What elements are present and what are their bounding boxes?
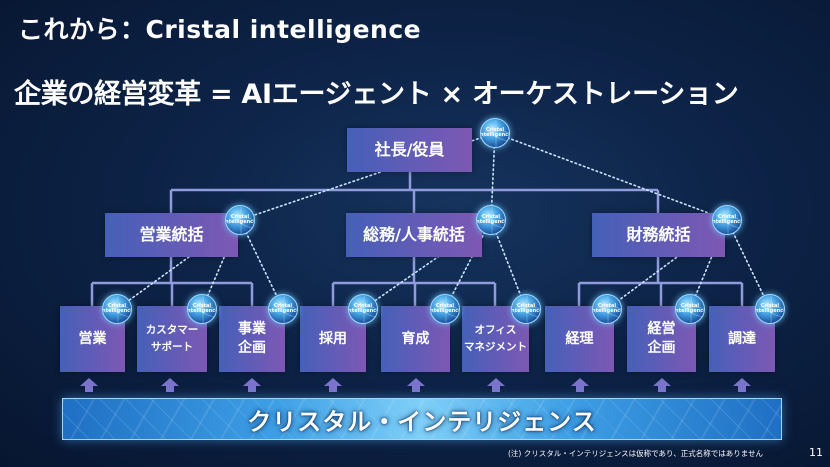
agent-globe-icon: Cristal intelligence [476, 205, 506, 235]
page-number: 11 [809, 446, 823, 459]
division-label: 財務統括 [626, 225, 691, 245]
agent-globe-icon: Cristal intelligence [511, 294, 541, 324]
agent-globe-icon: Cristal intelligence [480, 118, 510, 148]
org-box-top: 社長/役員 [347, 128, 472, 172]
agent-globe-icon: Cristal intelligence [187, 294, 217, 324]
up-arrow-icon [733, 378, 751, 392]
agent-link [239, 219, 284, 310]
agent-link [444, 219, 492, 310]
leaf-label: 経営 企画 [647, 321, 676, 356]
org-box-top-label: 社長/役員 [374, 140, 445, 160]
agent-globe-icon: Cristal intelligence [102, 294, 132, 324]
leaf-label: カスタマー サポート [145, 324, 199, 353]
agent-link [116, 219, 241, 310]
up-arrow-icon [487, 378, 505, 392]
leaf-label: 事業 企画 [238, 321, 266, 356]
up-arrow-icon [653, 378, 671, 392]
division-label: 営業統括 [139, 225, 204, 245]
leaf-label: 採用 [319, 330, 347, 347]
foundation-label: クリスタル・インテリジェンス [247, 407, 597, 436]
org-box-division-sales: 営業統括 [105, 213, 238, 257]
slide-headline: 企業の経営変革 = AIエージェント × オーケストレーション [14, 79, 739, 110]
footnote: (注) クリスタル・インテリジェンスは仮称であり、正式名称ではありません [508, 449, 763, 458]
leaf-label: 経理 [565, 330, 594, 347]
up-arrow-icon [324, 378, 342, 392]
agent-link [726, 219, 771, 310]
agent-link [494, 132, 728, 221]
leaf-label: 調達 [728, 330, 756, 347]
agent-globe-icon: Cristal intelligence [225, 205, 255, 235]
division-label: 総務/人事統括 [363, 225, 465, 245]
agent-globe-icon: Cristal intelligence [712, 205, 742, 235]
agent-globe-icon: Cristal intelligence [268, 294, 298, 324]
org-box-sales: 営業 [60, 306, 125, 372]
crystal-intelligence-foundation: クリスタル・インテリジェンス [62, 398, 782, 440]
agent-globe-icon: Cristal intelligence [675, 294, 705, 324]
up-arrow-icon [161, 378, 179, 392]
org-box-division-admin-hr: 総務/人事統括 [346, 213, 482, 257]
up-arrow-icon [243, 378, 261, 392]
leaf-label: オフィス マネジメント [464, 324, 527, 353]
leaf-label: 営業 [78, 330, 107, 347]
agent-globe-icon: Cristal intelligence [348, 294, 378, 324]
up-arrow-icon [407, 378, 425, 392]
up-arrow-icon [80, 378, 98, 392]
org-box-corporate-planning: 経営 企画 [627, 306, 696, 372]
agent-link [362, 219, 492, 310]
agent-globe-icon: Cristal intelligence [430, 294, 460, 324]
up-arrow-icon [571, 378, 589, 392]
agent-link [201, 219, 241, 310]
slide-title: これから：Cristal intelligence [18, 15, 422, 44]
agent-link [689, 219, 728, 310]
leaf-label: 育成 [401, 330, 430, 347]
agent-globe-icon: Cristal intelligence [592, 294, 622, 324]
agent-globe-icon: Cristal intelligence [755, 294, 785, 324]
org-box-division-finance: 財務統括 [592, 213, 725, 257]
